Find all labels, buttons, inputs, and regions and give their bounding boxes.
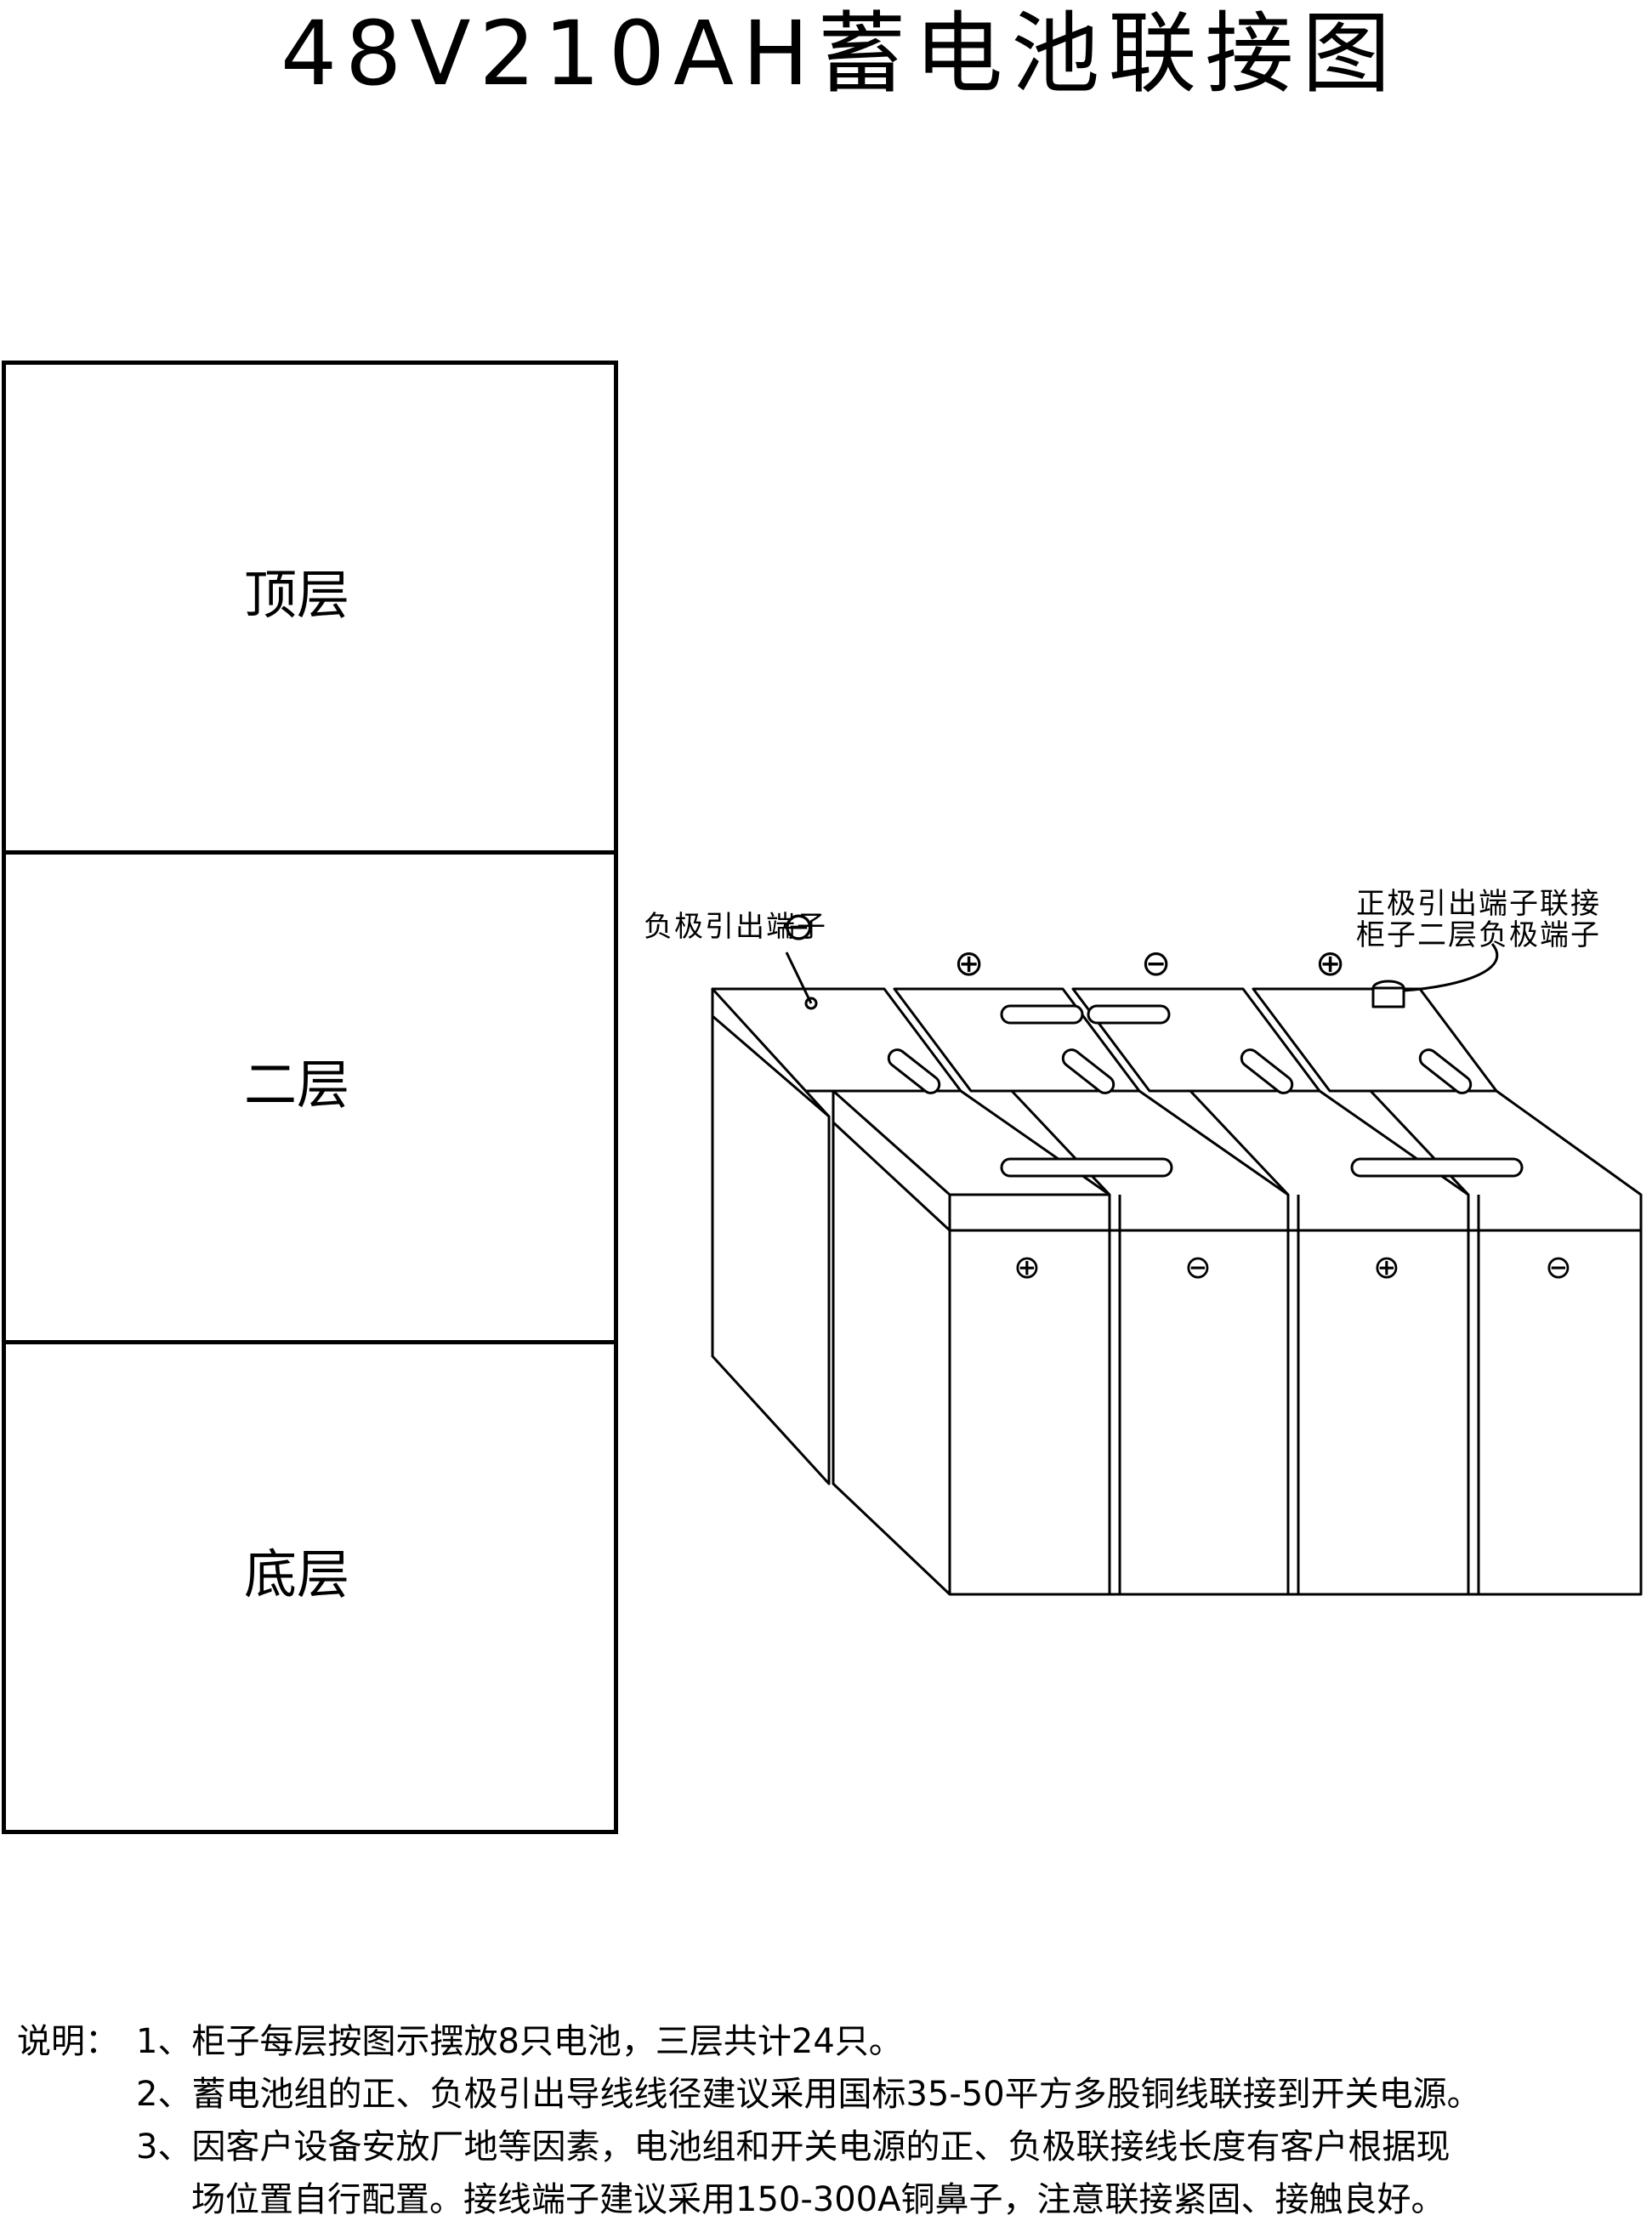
cabinet-layer-second: 二层 [6, 855, 614, 1344]
cabinet-layer-bottom: 底层 [6, 1344, 614, 1834]
page-title: 48V210AH蓄电池联接图 [281, 2, 1399, 105]
back-left-battery [711, 987, 831, 1485]
layer-label-top: 顶层 [244, 564, 350, 626]
back-terminal-4: ⊕ [1315, 942, 1346, 984]
front-terminal-1: ⊕ [1013, 1248, 1041, 1286]
note-line-1: 说明： 1、柜子每层按图示摆放8只电池，三层共计24只。 [17, 2015, 1632, 2068]
note-line-3: 3、因客户设备安放厂地等因素，电池组和开关电源的正、负极联接线长度有客户根据现 [17, 2121, 1632, 2173]
front-terminal-2: ⊖ [1184, 1248, 1212, 1286]
note-line-2: 2、蓄电池组的正、负极引出导线线径建议采用国标35-50平方多股铜线联接到开关电… [17, 2068, 1632, 2121]
cabinet-layer-top: 顶层 [6, 365, 614, 855]
layer-label-second: 二层 [244, 1054, 350, 1116]
layer-label-bottom: 底层 [244, 1543, 350, 1605]
front-terminal-3: ⊕ [1373, 1248, 1400, 1286]
note-1-text: 1、柜子每层按图示摆放8只电池，三层共计24只。 [136, 2022, 903, 2061]
notes: 说明： 1、柜子每层按图示摆放8只电池，三层共计24只。 2、蓄电池组的正、负极引… [17, 2015, 1632, 2226]
back-terminal-3: ⊖ [1141, 942, 1172, 984]
back-terminal-2: ⊕ [954, 942, 985, 984]
note-line-4: 场位置自行配置。接线端子建议采用150-300A铜鼻子，注意联接紧固、接触良好。 [17, 2173, 1632, 2226]
positive-output-label-line2: 柜子二层负极端子 [1356, 918, 1601, 952]
front-row-batteries [832, 1089, 1643, 1596]
connector-straps [887, 1004, 1524, 1178]
battery-cabinet: 顶层 二层 底层 [2, 361, 618, 1834]
front-terminal-4: ⊖ [1545, 1248, 1572, 1286]
positive-output-label-line1: 正极引出端子联接 [1356, 887, 1601, 921]
negative-output-label: 负极引出端子 [644, 910, 827, 944]
note-3-text: 3、因客户设备安放厂地等因素，电池组和开关电源的正、负极联接线长度有客户根据现 [136, 2127, 1450, 2167]
note-2-text: 2、蓄电池组的正、负极引出导线线径建议采用国标35-50平方多股铜线联接到开关电… [136, 2075, 1481, 2114]
terminal-posts [785, 943, 1499, 1010]
notes-prefix: 说明： [17, 2022, 119, 2061]
note-4-text: 场位置自行配置。接线端子建议采用150-300A铜鼻子，注意联接紧固、接触良好。 [191, 2180, 1445, 2219]
back-terminal-1: ⊖ [782, 903, 815, 949]
